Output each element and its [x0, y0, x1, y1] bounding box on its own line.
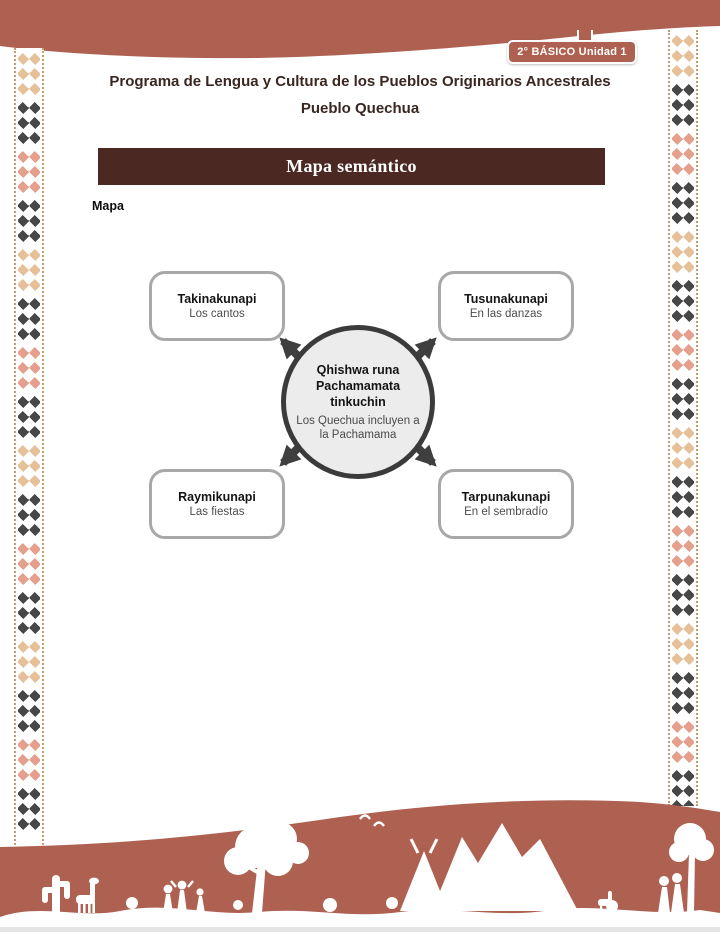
section-title: Mapa semántico	[286, 156, 417, 176]
program-header: Programa de Lengua y Cultura de los Pueb…	[60, 72, 660, 119]
node-tusunakunapi: Tusunakunapi En las danzas	[438, 271, 574, 341]
node-subtitle: Los cantos	[189, 308, 245, 320]
textile-border-right	[668, 30, 698, 806]
map-label: Mapa	[92, 199, 124, 213]
pueblo-subtitle: Pueblo Quechua	[300, 100, 420, 117]
unit-badge-label: 2° BÁSICO Unidad 1	[517, 46, 627, 58]
node-subtitle: Las fiestas	[189, 506, 245, 518]
node-title: Takinakunapi	[177, 292, 257, 306]
unit-badge: 2° BÁSICO Unidad 1	[507, 40, 637, 64]
program-title: Programa de Lengua y Cultura de los Pueb…	[109, 73, 611, 90]
node-raymikunapi: Raymikunapi Las fiestas	[149, 469, 285, 539]
textile-border-left	[14, 48, 44, 845]
node-title: Raymikunapi	[178, 490, 256, 504]
top-wave-band	[0, 0, 720, 59]
node-title: Tusunakunapi	[464, 292, 548, 306]
node-subtitle: En el sembradío	[464, 506, 548, 518]
central-concept-node: Qhishwa runa Pachamamata tinkuchin Los Q…	[281, 325, 435, 479]
node-tarpunakunapi: Tarpunakunapi En el sembradío	[438, 469, 574, 539]
semantic-map-diagram: Qhishwa runa Pachamamata tinkuchin Los Q…	[130, 250, 590, 560]
section-banner: Mapa semántico	[98, 148, 605, 185]
node-subtitle: En las danzas	[469, 308, 543, 320]
central-concept-subtitle: Los Quechua incluyen a la Pachamama	[296, 414, 420, 441]
footer-landscape-illustration	[0, 800, 720, 932]
node-title: Tarpunakunapi	[461, 490, 551, 504]
node-takinakunapi: Takinakunapi Los cantos	[149, 271, 285, 341]
central-concept-title: Qhishwa runa Pachamamata tinkuchin	[315, 362, 401, 410]
